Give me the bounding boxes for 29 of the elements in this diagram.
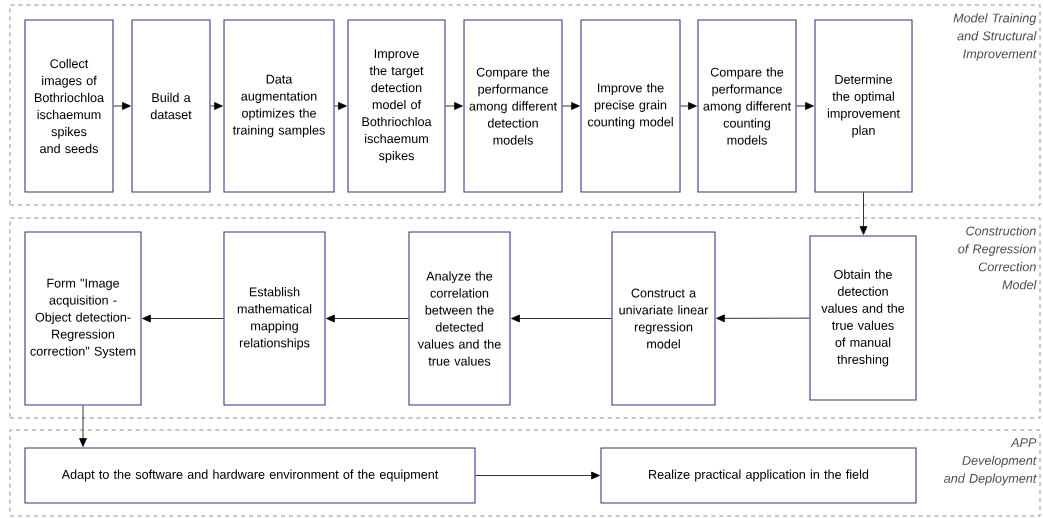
arrow bbox=[142, 314, 224, 323]
process-box: Determine the optimal improvement plan bbox=[814, 19, 913, 193]
process-box: Data augmentation optimizes the training samples bbox=[223, 19, 335, 193]
process-box: Realize practical application in the field bbox=[600, 447, 917, 504]
arrow bbox=[475, 471, 600, 480]
arrow bbox=[511, 314, 612, 323]
arrow bbox=[79, 405, 87, 447]
process-box: Build a dataset bbox=[131, 19, 211, 193]
process-box: Adapt to the software and hardware environment of the equipment bbox=[24, 447, 476, 504]
arrow bbox=[796, 102, 814, 110]
arrow bbox=[334, 102, 347, 110]
process-box: Construct a univariate linear regression model bbox=[611, 231, 716, 406]
process-box: Form "Image acquisition - Object detection- Regression correction" System bbox=[24, 231, 142, 406]
process-box: Collect images of Bothriochloa ischaemum spikes and seeds bbox=[24, 19, 114, 193]
arrow bbox=[716, 314, 810, 323]
arrow bbox=[445, 102, 463, 110]
process-box: Establish mathematical mapping relationships bbox=[223, 231, 326, 406]
arrow bbox=[113, 102, 131, 110]
arrow bbox=[680, 102, 697, 110]
process-box: Analyze the correlation between the detected values and the true values bbox=[408, 231, 511, 406]
process-box: Compare the performance among different counting models bbox=[697, 19, 797, 193]
process-box: Improve the target detection model of Bothriochloa ischaemum spikes bbox=[347, 19, 446, 193]
process-box: Compare the performance among different detection models bbox=[463, 19, 563, 193]
arrow bbox=[326, 314, 409, 323]
arrow bbox=[210, 102, 223, 110]
process-box: Obtain the detection values and the true values of manual threshing bbox=[809, 235, 917, 401]
process-box: Improve the precise grain counting model bbox=[580, 19, 681, 193]
arrow bbox=[859, 192, 868, 235]
arrow bbox=[562, 102, 580, 110]
